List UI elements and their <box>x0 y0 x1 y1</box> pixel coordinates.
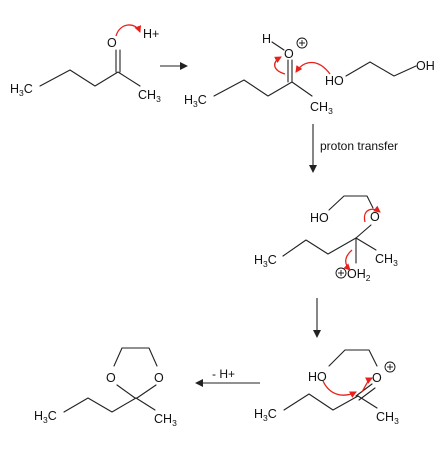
curly-arrow-pi-to-oxygen <box>361 377 373 393</box>
label-h3c: H3C <box>34 409 57 425</box>
label-ch3: CH3 <box>138 88 161 104</box>
bond-chain <box>39 69 141 87</box>
bond-c-ch3 <box>357 395 378 409</box>
bond-chain <box>213 79 313 97</box>
structure-protonated-ketone: H3C O H CH3 <box>184 32 333 116</box>
atom-o-protonated: O <box>284 47 294 61</box>
bond-glycol-chain <box>328 195 374 211</box>
bond-oh <box>271 41 285 51</box>
atom-o-ring-left: O <box>106 371 116 385</box>
bond-o-c <box>355 224 372 239</box>
structure-oxocarbenium: HO O H3C CH3 <box>254 349 399 426</box>
bond-o-c-left <box>116 384 136 399</box>
label-ho: HO <box>310 211 329 225</box>
label-ch3: CH3 <box>376 410 399 426</box>
label-h3c: H3C <box>254 407 277 423</box>
atom-o: O <box>107 36 117 50</box>
label-ch3: CH3 <box>154 412 177 428</box>
label-ch3: CH3 <box>375 252 398 268</box>
atom-h: H <box>262 32 271 46</box>
curly-arrow-nucleophilic-attack <box>295 61 331 75</box>
label-h3c: H3C <box>10 82 33 98</box>
structure-ketone: H3C O CH3 H+ <box>10 24 161 104</box>
curly-arrow-lone-pair-push <box>363 205 381 223</box>
bond-glycol-chain <box>345 61 417 77</box>
bond-ring-top <box>113 347 158 367</box>
bond-chain <box>282 237 357 257</box>
atom-o-cation: O <box>372 371 382 385</box>
label-h3c: H3C <box>184 93 207 109</box>
positive-charge-icon <box>335 267 347 279</box>
label-h3c: H3C <box>254 253 277 269</box>
step-label-loss-of-proton: - H+ <box>212 367 235 381</box>
curly-arrow-pi-to-oxygen <box>274 56 286 75</box>
structure-hemiacetal: HO O H3C CH3 OH2 <box>254 195 398 283</box>
label-oh: OH <box>416 59 435 73</box>
label-h-plus: H+ <box>143 27 159 41</box>
bond-chain <box>283 393 359 411</box>
bond-c-ch3 <box>355 237 377 251</box>
step-label-proton-transfer: proton transfer <box>320 139 398 153</box>
label-oh2: OH2 <box>347 267 371 283</box>
curly-arrow-water-leaving <box>343 249 353 271</box>
structure-dioxolane-product: O O H3C CH3 <box>34 347 177 428</box>
curly-arrow-ring-closure <box>322 380 357 398</box>
label-ho: HO <box>308 370 327 384</box>
curly-arrow-protonation <box>115 24 142 37</box>
positive-charge-icon <box>384 361 396 373</box>
structure-ethylene-glycol: HO OH <box>295 59 435 88</box>
atom-o-ring-right: O <box>154 371 164 385</box>
positive-charge-icon <box>296 37 308 49</box>
bond-chain <box>63 397 137 413</box>
bond-o-c-right <box>136 384 157 399</box>
label-ho: HO <box>325 74 344 88</box>
bond-glycol-chain <box>328 349 378 367</box>
bond-c-ch3 <box>135 397 156 411</box>
label-ch3: CH3 <box>310 100 333 116</box>
atom-o: O <box>370 210 380 224</box>
bond-c-o-double-1 <box>355 383 373 397</box>
